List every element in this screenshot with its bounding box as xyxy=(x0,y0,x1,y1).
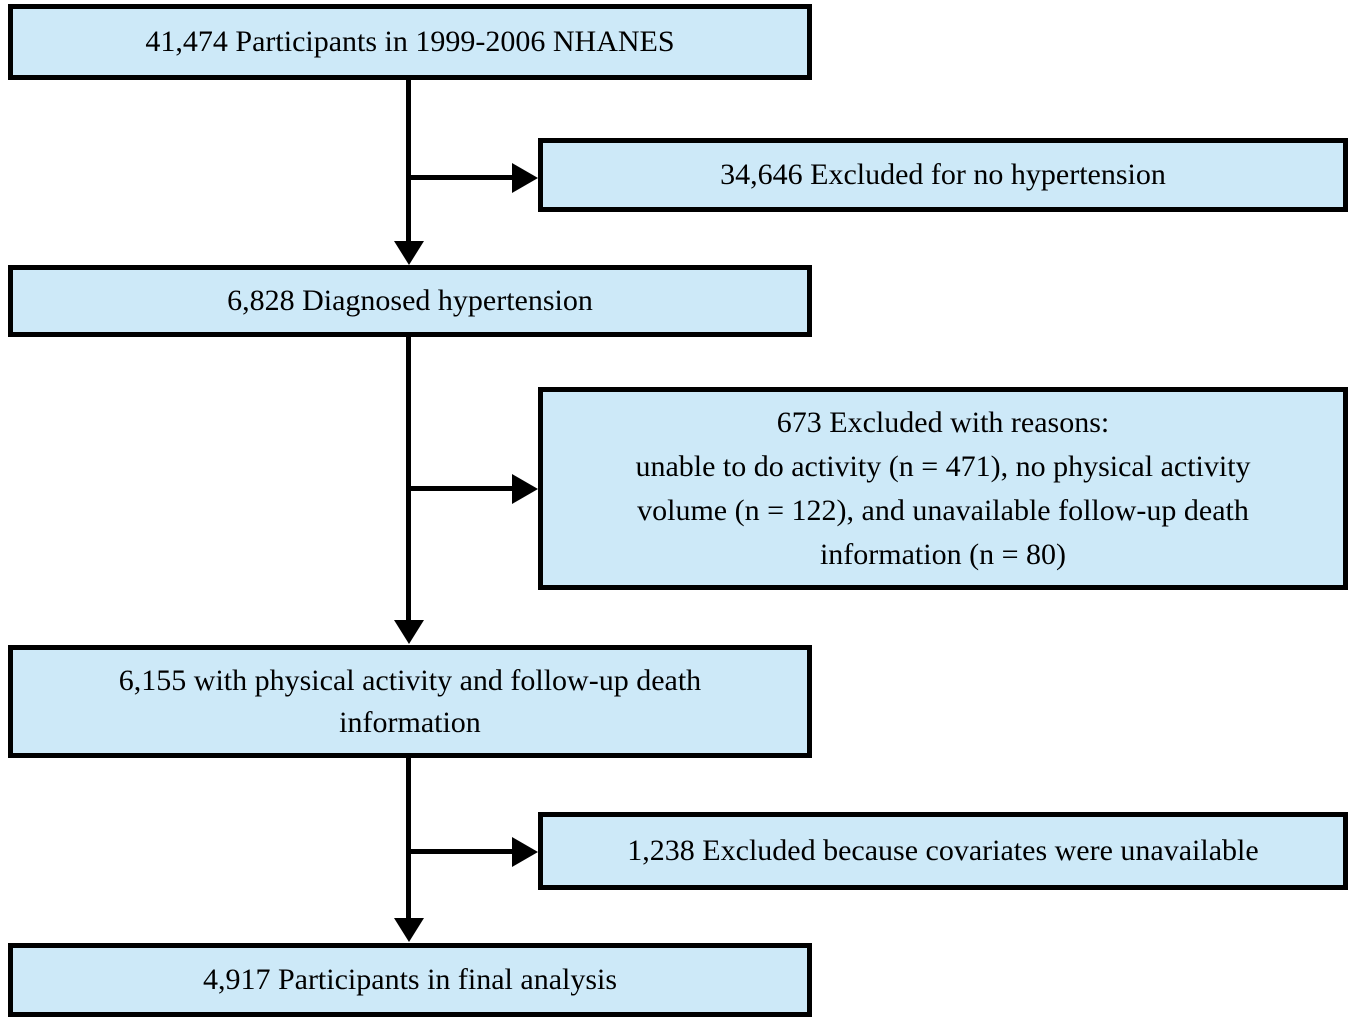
arrow-down-icon xyxy=(394,241,424,265)
flow-box-nhanes-participants: 41,474 Participants in 1999-2006 NHANES xyxy=(8,4,812,80)
flow-box-diagnosed-hypertension: 6,828 Diagnosed hypertension xyxy=(8,265,812,337)
flow-box-text: volume (n = 122), and unavailable follow… xyxy=(637,493,1249,527)
connector-vertical-1 xyxy=(406,80,411,242)
connector-vertical-3 xyxy=(406,758,411,919)
flow-box-final-analysis: 4,917 Participants in final analysis xyxy=(8,943,812,1017)
arrow-right-icon xyxy=(512,837,538,867)
flow-box-text: unable to do activity (n = 471), no phys… xyxy=(635,449,1251,483)
connector-branch-2 xyxy=(408,486,512,491)
arrow-right-icon xyxy=(512,474,538,504)
flow-box-excluded-no-hypertension: 34,646 Excluded for no hypertension xyxy=(538,138,1348,212)
flow-box-excluded-with-reasons: 673 Excluded with reasons: unable to do … xyxy=(538,387,1348,590)
flow-box-with-physical-activity: 6,155 with physical activity and follow-… xyxy=(8,645,812,758)
flow-box-text: 673 Excluded with reasons: xyxy=(776,405,1110,439)
flow-box-text: 6,155 with physical activity and follow-… xyxy=(118,663,702,697)
flow-box-text: information xyxy=(339,705,481,739)
flow-box-text: 4,917 Participants in final analysis xyxy=(202,963,618,996)
arrow-down-icon xyxy=(394,918,424,942)
arrow-down-icon xyxy=(394,620,424,644)
connector-vertical-2 xyxy=(406,337,411,621)
connector-branch-1 xyxy=(408,175,512,180)
flow-box-text: 34,646 Excluded for no hypertension xyxy=(720,158,1166,191)
flow-box-text: 1,238 Excluded because covariates were u… xyxy=(627,834,1259,867)
connector-branch-3 xyxy=(408,849,512,854)
arrow-right-icon xyxy=(512,163,538,193)
flow-box-text: 41,474 Participants in 1999-2006 NHANES xyxy=(145,25,675,58)
flow-box-text: 6,828 Diagnosed hypertension xyxy=(227,284,593,317)
flow-box-excluded-covariates: 1,238 Excluded because covariates were u… xyxy=(538,812,1348,890)
flow-box-text: information (n = 80) xyxy=(819,537,1067,571)
